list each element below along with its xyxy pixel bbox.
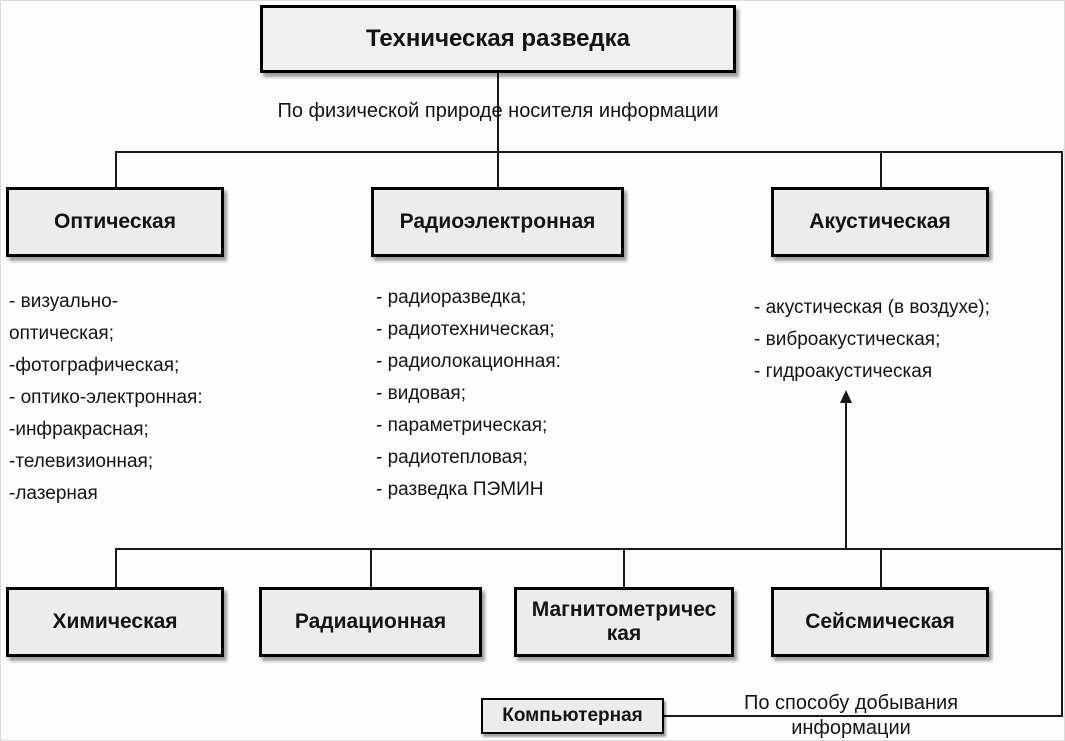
connector-to-acoustic [880, 151, 882, 187]
connector-title-to-branchline [497, 73, 499, 151]
list-item: -телевизионная; [9, 451, 154, 472]
list-item: - визуально-оптическая; [9, 291, 119, 344]
connector-to-seismic [880, 548, 882, 587]
branch-box-computer: Компьютерная [481, 698, 664, 734]
list-item: - гидроакустическая [754, 361, 933, 382]
branch-box-chemical: Химическая [6, 587, 224, 657]
branch-box-radioelectronic: Радиоэлектронная [371, 187, 624, 257]
list-item: -фотографическая; [9, 355, 180, 376]
up-arrow-head-icon [840, 390, 852, 403]
list-item: - оптико-электронная: [9, 387, 203, 408]
connector-right-vertical [1061, 151, 1063, 717]
list-item: - акустическая (в воздухе); [754, 297, 990, 318]
list-item: - видовая; [376, 383, 466, 404]
branch-line-top [115, 151, 1063, 153]
branch-label-computer: Компьютерная [502, 705, 643, 727]
connector-to-chemical [115, 548, 117, 587]
radioelectronic-items-list: - радиоразведка; - радиотехническая; - рад… [376, 282, 646, 506]
up-arrow-line [845, 401, 847, 548]
branch-box-magnetometric: Магнитометричес кая [514, 587, 734, 657]
branch-line-bottom [115, 548, 1063, 550]
branch-box-radiation: Радиационная [259, 587, 482, 657]
branch-box-acoustic: Акустическая [771, 187, 989, 257]
list-item: -лазерная [9, 483, 98, 504]
list-item: - виброакустическая; [754, 329, 941, 350]
optical-items-list: - визуально-оптическая; -фотографическая;… [9, 286, 209, 510]
list-item: - радиотехническая; [376, 319, 555, 340]
connector-to-optical [115, 151, 117, 187]
branch-label-acoustic: Акустическая [809, 209, 951, 233]
diagram-title: Техническая разведка [365, 25, 631, 53]
connector-computer-to-right [664, 715, 1063, 717]
branch-label-radioelectronic: Радиоэлектронная [399, 209, 596, 233]
list-item: - разведка ПЭМИН [376, 479, 544, 500]
classification-top-label: По физической природе носителя информаци… [277, 100, 719, 122]
branch-label-seismic: Сейсмическая [805, 609, 955, 633]
list-item: - радиотепловая; [376, 447, 528, 468]
classification-bottom-label: По способу добывания информации [743, 692, 959, 739]
branch-label-optical: Оптическая [54, 209, 176, 233]
list-item: -инфракрасная; [9, 419, 149, 440]
branch-label-magnetometric: Магнитометричес кая [531, 597, 717, 645]
branch-box-optical: Оптическая [6, 187, 224, 257]
branch-label-chemical: Химическая [52, 609, 178, 633]
list-item: - параметрическая; [376, 415, 548, 436]
title-box: Техническая разведка [260, 5, 736, 73]
connector-to-radiation [370, 548, 372, 587]
connector-to-radioelectronic [497, 151, 499, 187]
list-item: - радиолокационная: [376, 351, 561, 372]
list-item: - радиоразведка; [376, 287, 527, 308]
connector-to-magnetometric [623, 548, 625, 587]
branch-label-radiation: Радиационная [294, 609, 447, 633]
acoustic-items-list: - акустическая (в воздухе); - виброакусти… [754, 292, 1064, 388]
branch-box-seismic: Сейсмическая [771, 587, 989, 657]
